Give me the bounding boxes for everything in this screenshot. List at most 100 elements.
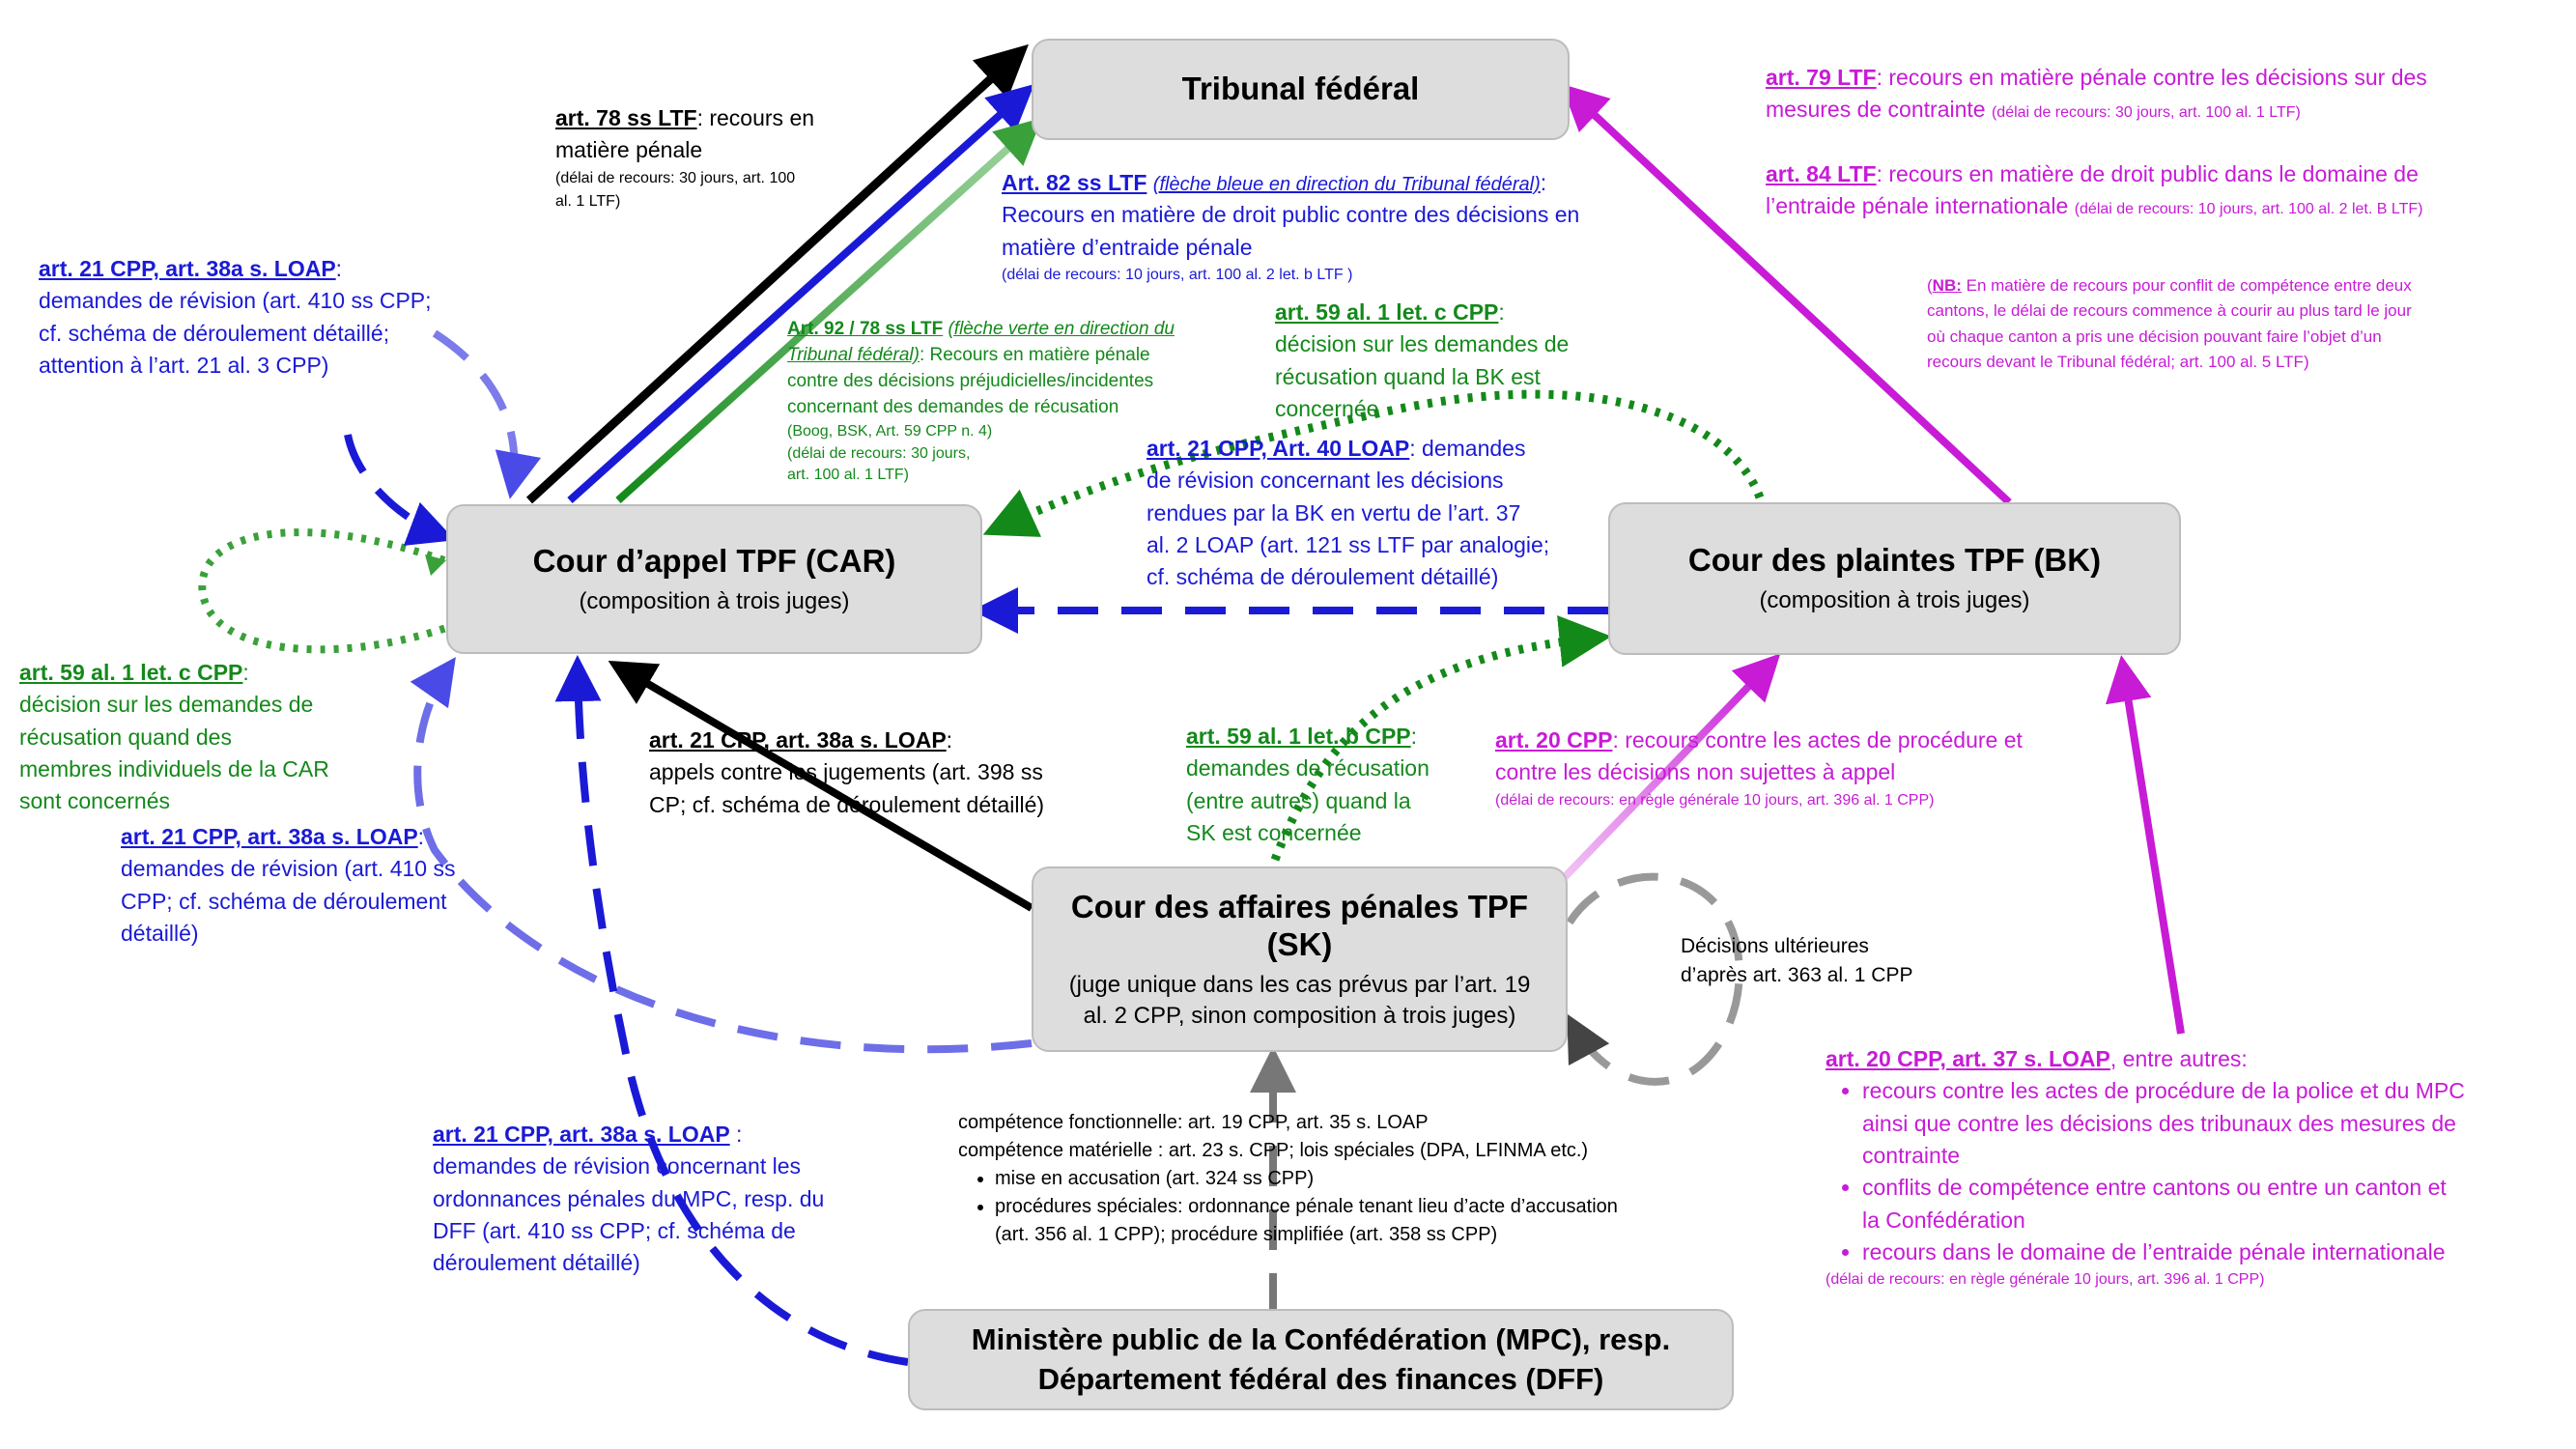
arrow-green-car-loop [198, 528, 448, 654]
label-art21-mid-l3: détaillé) [121, 921, 199, 947]
arrow-bk-to-tf [1561, 83, 2012, 505]
label-art84-l1: : recours en matière de droit public dan… [1876, 161, 2419, 186]
label-art20-37-ref: art. 20 CPP, art. 37 s. LOAP [1826, 1046, 2110, 1071]
label-art21-bot-l1: demandes de révision concernant les [433, 1153, 802, 1179]
label-art20-l2: contre les décisions non sujettes à appe… [1495, 759, 1896, 785]
label-art84-l2: l’entraide pénale internationale [1766, 193, 2069, 219]
label-art92-l6: art. 100 al. 1 LTF) [787, 467, 909, 484]
label-art21-mid-ref: art. 21 CPP, art. 38a s. LOAP [121, 824, 418, 849]
label-art82-n1: (délai de recours: 10 jours, art. 100 al… [1002, 267, 1353, 284]
art20-37-item-1a: recours contre les actes de procédure de… [1862, 1078, 2465, 1104]
label-nb-l3: où chaque canton a pris une décision pou… [1927, 327, 2382, 346]
box-tribunal-federal-title: Tribunal fédéral [1181, 71, 1420, 107]
label-art92-l4: (Boog, BSK, Art. 59 CPP n. 4) [787, 422, 993, 440]
label-art21-appels: art. 21 CPP, art. 38a s. LOAP: appels co… [649, 724, 1044, 821]
label-art59b-l2: (entre autres) quand la [1186, 787, 1411, 813]
label-appels-l2: CP; cf. schéma de déroulement détaillé) [649, 791, 1045, 817]
label-art84-ref: art. 84 LTF [1766, 161, 1877, 186]
box-cour-plaintes-subtitle: (composition à trois juges) [1759, 587, 2030, 614]
label-art21-40-l2: rendues par la BK en vertu de l’art. 37 [1146, 499, 1521, 526]
label-art21-bot-l0: : [729, 1122, 743, 1147]
label-art21-40-l0: : demandes [1409, 436, 1526, 461]
label-art59c-left: art. 59 al. 1 let. c CPP: décision sur l… [19, 657, 329, 818]
label-art59c-left-l3: membres individuels de la CAR [19, 756, 329, 782]
art20-37-item-2: conflits de compétence entre cantons ou … [1862, 1172, 2465, 1236]
arrow-green-bk-to-car [982, 389, 1765, 537]
label-nb-l2: cantons, le délai de recours commence à … [1927, 301, 2412, 321]
box-cour-appel: Cour d’appel TPF (CAR) (composition à tr… [446, 504, 982, 654]
art20-37-item-2a: conflits de compétence entre cantons ou … [1862, 1175, 2447, 1201]
label-art20-ref: art. 20 CPP [1495, 727, 1613, 753]
label-art20-37-n1: (délai de recours: en règle générale 10 … [1826, 1271, 2265, 1289]
box-ministere-public: Ministère public de la Confédération (MP… [908, 1309, 1734, 1410]
competence-item-2b: (art. 356 al. 1 CPP); procédure simplifi… [995, 1224, 1498, 1245]
label-art79-l2: mesures de contrainte [1766, 97, 1986, 123]
label-appels-l1: appels contre les jugements (art. 398 ss [649, 759, 1043, 785]
label-art59b-ref: art. 59 al. 1 let. b CPP [1186, 724, 1411, 749]
label-art92-l1: : Recours en matière pénale [919, 344, 1150, 365]
label-art59b-l3: SK est concernée [1186, 820, 1362, 846]
arrow-blue-tl-to-car [432, 329, 542, 499]
label-comp-l2: compétence matérielle : art. 23 s. CPP; … [958, 1140, 1589, 1161]
label-art21-bot-ref: art. 21 CPP, art. 38a s. LOAP [433, 1122, 730, 1147]
label-art82-l2: matière d’entraide pénale [1002, 234, 1253, 260]
label-art21-mid-l0: : [417, 824, 425, 849]
label-dec-l1: Décisions ultérieures [1681, 935, 1869, 957]
label-art59c-left-l4: sont concernés [19, 788, 170, 814]
box-mpc-title: Ministère public de la Confédération (MP… [971, 1322, 1671, 1396]
label-art21-mid-l2: CPP; cf. schéma de déroulement [121, 888, 447, 914]
label-art79-ref: art. 79 LTF [1766, 65, 1877, 90]
box-cour-affaires-penales: Cour des affaires pénales TPF (SK) (juge… [1032, 867, 1568, 1052]
label-art82-refi: (flèche bleue en direction du Tribunal f… [1152, 174, 1541, 195]
label-nb-note: (NB: En matière de recours pour conflit … [1927, 273, 2412, 375]
label-art21-bot-l2: ordonnances pénales du MPC, resp. du [433, 1185, 825, 1211]
label-art78-n1: (délai de recours: 30 jours, art. 100 [555, 169, 796, 186]
arrow-grey-sk-loop [1566, 872, 1743, 1086]
label-art20-art37: art. 20 CPP, art. 37 s. LOAP, entre autr… [1826, 1043, 2465, 1292]
art20-37-list: recours contre les actes de procédure de… [1826, 1075, 2465, 1268]
label-art79-l1: : recours en matière pénale contre les d… [1876, 65, 2427, 90]
label-art92-ref: Art. 92 / 78 ss LTF [787, 319, 944, 339]
label-art21-bottom: art. 21 CPP, art. 38a s. LOAP : demandes… [433, 1119, 824, 1280]
box-sk-title: Cour des affaires pénales TPF [1070, 888, 1529, 924]
label-art21tl-ref: art. 21 CPP, art. 38a s. LOAP [39, 256, 336, 281]
label-art59b-l1: demandes de récusation [1186, 755, 1430, 781]
arrow-others-to-bk [2105, 655, 2185, 1035]
label-decisions-ulterieures: Décisions ultérieures d’après art. 363 a… [1681, 932, 1912, 991]
label-art82-ltf: Art. 82 ss LTF (flèche bleue en directio… [1002, 167, 1579, 287]
label-art92-l5: (délai de recours: 30 jours, [787, 444, 971, 462]
art20-37-item-1b: ainsi que contre les décisions des tribu… [1862, 1110, 2456, 1136]
label-art78-ltf: art. 78 ss LTF: recours en matière pénal… [555, 102, 814, 213]
label-nb-l4: recours devant le Tribunal fédéral; art.… [1927, 353, 2309, 372]
arrow-sk-to-car [608, 660, 1034, 912]
label-art79-ltf: art. 79 LTF: recours en matière pénale c… [1766, 62, 2427, 127]
label-art78-ref: art. 78 ss LTF [555, 105, 697, 130]
arrow-blue-mpc-to-car [554, 655, 909, 1366]
box-cour-plaintes-title: Cour des plaintes TPF (BK) [1687, 542, 2102, 579]
label-art92-refi1: (flèche verte en direction du [948, 319, 1175, 339]
art20-37-item-2b: la Confédération [1862, 1207, 2025, 1233]
label-art78-n2: al. 1 LTF) [555, 192, 621, 210]
label-art79-n1: (délai de recours: 30 jours, art. 100 al… [1991, 104, 2301, 122]
label-art78-l2: matière pénale [555, 137, 703, 163]
label-art21-mid-left: art. 21 CPP, art. 38a s. LOAP: demandes … [121, 821, 455, 950]
label-art21-mid-l1: demandes de révision (art. 410 ss [121, 856, 456, 882]
box-sk-title2: (SK) [1266, 925, 1333, 962]
competence-list: mise en accusation (art. 324 ss CPP) pro… [958, 1165, 1618, 1249]
label-art20-l1: : recours contre les actes de procédure … [1612, 727, 2023, 753]
art20-37-item-3: recours dans le domaine de l’entraide pé… [1862, 1236, 2465, 1268]
label-nb-ref: NB: [1932, 276, 1962, 295]
art20-37-item-1c: contrainte [1862, 1143, 1961, 1169]
label-appels-ref: art. 21 CPP, art. 38a s. LOAP [649, 727, 947, 753]
label-nb-l1: En matière de recours pour conflit de co… [1961, 276, 2412, 295]
label-art20-n1: (délai de recours: en règle générale 10 … [1495, 791, 1935, 809]
label-dec-l2: d’après art. 363 al. 1 CPP [1681, 964, 1913, 987]
arrow-car-to-tf-black [525, 43, 1029, 504]
label-art21-40-ref: art. 21 CPP, Art. 40 LOAP [1146, 436, 1410, 461]
label-art82-l1: Recours en matière de droit public contr… [1002, 202, 1580, 228]
label-art59c-left-l2: récusation quand des [19, 724, 232, 750]
label-art59c-top-l3: concernée [1275, 396, 1379, 422]
label-art21-art40: art. 21 CPP, Art. 40 LOAP: demandes de r… [1146, 433, 1549, 594]
arrow-blue-left-to-car [344, 434, 456, 546]
label-competence: compétence fonctionnelle: art. 19 CPP, a… [958, 1109, 1618, 1249]
